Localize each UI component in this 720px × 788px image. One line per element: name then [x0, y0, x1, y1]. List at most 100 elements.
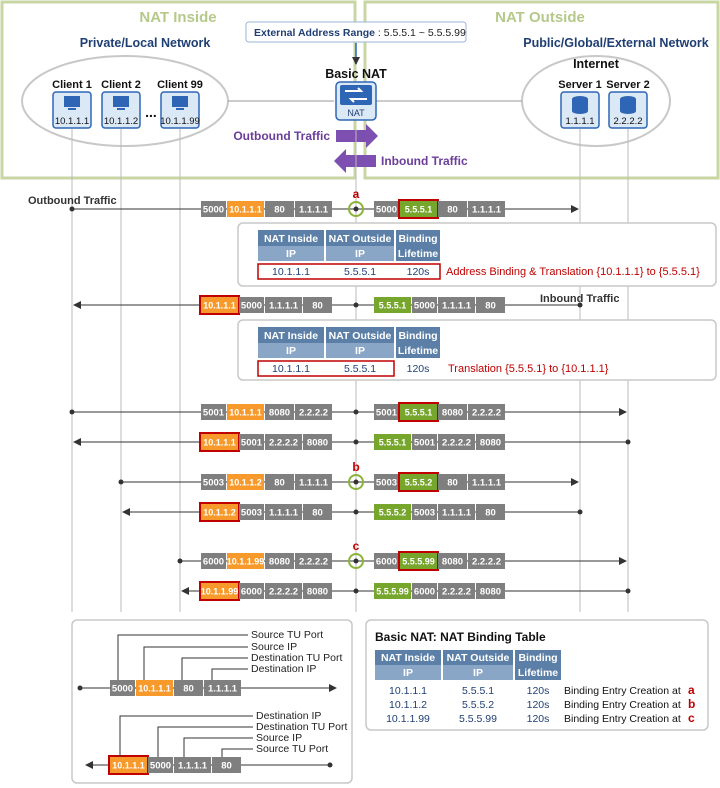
packet-cell: [412, 434, 437, 450]
server-1[interactable]: Server 11.1.1.1: [558, 79, 602, 129]
legend-cell-text: 1.1.1.1: [208, 684, 238, 695]
client-2[interactable]: Client 210.1.1.2: [101, 79, 141, 129]
packet-cell-text: 8080: [480, 438, 501, 449]
th-lifetime: Lifetime: [398, 248, 438, 260]
td-inside: 10.1.1.2: [389, 699, 427, 711]
packet-cell: [265, 404, 294, 420]
packet-cell-text: 8080: [269, 408, 290, 419]
legend-cell: [148, 757, 173, 773]
packet-cell-text: 80: [447, 478, 458, 489]
legend-leader: [181, 657, 248, 680]
legend-leader: [119, 715, 253, 757]
monitor-stand: [68, 108, 76, 110]
legend-leader: [157, 726, 253, 757]
packet-cell-text: 8080: [442, 408, 463, 419]
legend-cell: [212, 757, 241, 773]
legend-ip-cell: [110, 757, 147, 773]
table-subheader: [326, 246, 394, 261]
packet-cell-text: 2.2.2.2: [442, 438, 471, 449]
db-body: [572, 99, 588, 111]
td-inside: 10.1.1.1: [389, 685, 427, 697]
nat-icon-label: NAT: [347, 108, 365, 118]
packet-cell-text: 10.1.1.1: [203, 301, 236, 311]
monitor-screen: [64, 96, 80, 107]
legend-label: Source IP: [256, 732, 302, 744]
packet-cell-text: 8080: [480, 587, 501, 598]
packet-cell: [303, 434, 332, 450]
packet-cell-text: 2.2.2.2: [269, 587, 298, 598]
td-outside: 5.5.5.2: [462, 699, 494, 711]
legend-origin: [327, 762, 333, 768]
packet-ip-cell: [201, 297, 238, 313]
table-subheader: [443, 665, 513, 680]
monitor-screen: [113, 96, 129, 107]
external-range-box: [245, 21, 467, 43]
legend-cell-text: 10.1.1.1: [112, 761, 145, 771]
flow-origin: [177, 558, 183, 564]
client-name: Client 1: [52, 79, 92, 91]
packet-cell-text: 5000: [241, 301, 262, 312]
packet-cell: [265, 201, 294, 217]
packet-cell: [239, 434, 264, 450]
packet-cell-text: 5000: [414, 301, 435, 312]
packet-cell-text: 5.5.5.99: [376, 587, 409, 597]
client-1[interactable]: Client 110.1.1.1: [52, 79, 92, 129]
packet-cell-text: 6000: [241, 587, 262, 598]
monitor-stand: [117, 108, 125, 110]
packet-cell-text: 5003: [414, 508, 435, 519]
td-lifetime: 120s: [407, 363, 430, 375]
packet-cell: [265, 583, 302, 599]
packet-cell-text: 5.5.5.2: [379, 508, 407, 518]
binding-marker-letter: b: [352, 460, 359, 474]
packet-cell: [201, 404, 226, 420]
packet-cell: [201, 201, 226, 217]
packet-cell-text: 6000: [414, 587, 435, 598]
packet-cell-text: 5003: [203, 478, 224, 489]
private-network-label: Private/Local Network: [80, 36, 211, 50]
th-ip: IP: [286, 345, 296, 357]
td-lifetime: 120s: [527, 713, 550, 725]
legend-label: Source IP: [251, 641, 297, 653]
packet-cell: [265, 553, 294, 569]
summary-title-bold: Basic NAT: [375, 630, 435, 644]
packet-cell: [412, 504, 437, 520]
table-header: [258, 327, 324, 343]
db-bottom: [620, 108, 636, 114]
packet-cell: [476, 297, 505, 313]
td-inside: 10.1.1.1: [272, 363, 310, 375]
packet-cell-text: 5.5.5.1: [405, 205, 433, 215]
packet-cell: [265, 474, 294, 490]
client-ip: 10.1.1.2: [104, 116, 138, 127]
packet-cell: [303, 583, 332, 599]
th-lifetime: Lifetime: [518, 667, 558, 679]
table-subheader: [375, 665, 441, 680]
packet-ip-cell: [227, 553, 264, 569]
inbound-arrow-label: Inbound Traffic: [381, 154, 468, 168]
flow-origin: [625, 439, 631, 445]
th-binding: Binding: [398, 330, 437, 342]
server-2[interactable]: Server 22.2.2.2: [606, 79, 650, 129]
flow-origin: [69, 206, 75, 212]
packet-cell-text: 8080: [307, 587, 328, 598]
flow-outbound-label: Outbound Traffic: [28, 195, 117, 207]
legend-label: Destination IP: [256, 710, 321, 722]
legend-cell: [174, 757, 211, 773]
table-header: [396, 327, 440, 358]
legend-leader: [221, 748, 253, 757]
packet-cell: [295, 474, 332, 490]
legend-leader: [143, 646, 248, 680]
packet-cell-text: 1.1.1.1: [269, 301, 299, 312]
td-lifetime: 120s: [527, 699, 550, 711]
server-ip: 1.1.1.1: [565, 116, 594, 127]
packet-cell-text: 6000: [203, 557, 224, 568]
table-header: [515, 650, 561, 680]
packet-cell-text: 6000: [376, 557, 397, 568]
packet-cell-text: 1.1.1.1: [442, 508, 472, 519]
client-ip: 10.1.1.99: [160, 116, 200, 127]
